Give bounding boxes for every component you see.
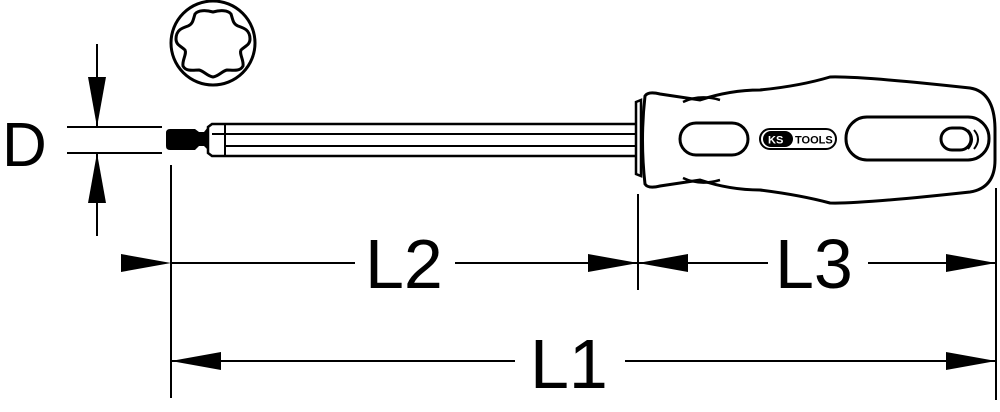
diameter-dimension: D (2, 44, 162, 236)
screwdriver-shaft (166, 122, 642, 158)
overall-length-label: L1 (530, 325, 608, 403)
handle-length-label: L3 (775, 225, 853, 303)
svg-text:TOOLS: TOOLS (795, 135, 833, 147)
screwdriver-handle: KS TOOLS (634, 75, 997, 205)
blade-length-dimension: L2 (121, 225, 638, 303)
diameter-label: D (2, 111, 47, 180)
ks-tools-logo: KS TOOLS (759, 128, 837, 150)
svg-text:KS: KS (768, 135, 783, 147)
overall-length-dimension: L1 (171, 325, 996, 403)
handle-length-dimension: L3 (638, 225, 996, 303)
torx-star-icon (169, 0, 257, 87)
blade-length-label: L2 (365, 225, 443, 303)
